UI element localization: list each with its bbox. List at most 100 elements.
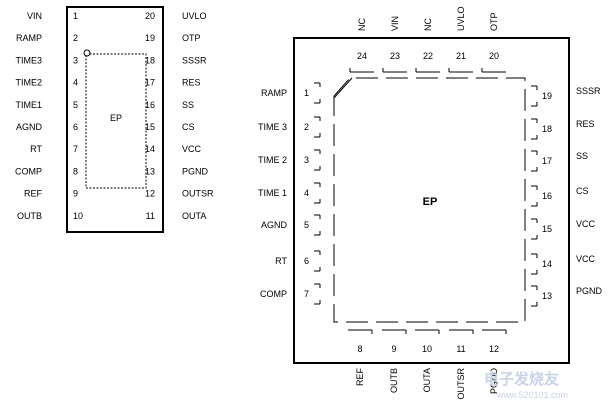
tssop-pin-name: SSSR	[182, 55, 207, 65]
tssop-pin-name: VCC	[182, 144, 202, 154]
tssop-pin-name: TIME2	[15, 78, 42, 88]
qfn-pin-number: 20	[489, 51, 499, 61]
qfn-pin-number: 15	[542, 224, 552, 234]
qfn-pin-pad	[449, 329, 474, 334]
qfn-pin-pad	[415, 68, 440, 73]
qfn-pin-name: OUTA	[422, 368, 432, 392]
qfn-pin-name: SS	[576, 151, 588, 161]
qfn-pin-number: 10	[422, 344, 432, 354]
tssop-pin-name: OUTSR	[182, 189, 214, 199]
qfn-pin-pad	[349, 68, 374, 73]
tssop-pin-name: AGND	[16, 122, 43, 132]
tssop-pin-number: 3	[73, 55, 78, 65]
tssop-body	[66, 6, 164, 233]
qfn-pin-number: 18	[542, 124, 552, 134]
qfn-pin-name: UVLO	[456, 6, 466, 31]
qfn-pin-pad	[314, 149, 321, 171]
tssop-pin-name: RES	[182, 78, 201, 88]
qfn-ep-label: EP	[423, 196, 438, 208]
tssop-pin-name: CS	[182, 122, 195, 132]
tssop-pin-number: 17	[145, 78, 155, 88]
qfn-pin-name: NC	[357, 18, 367, 31]
qfn-body	[293, 37, 570, 364]
qfn-pin-number: 11	[456, 344, 465, 354]
tssop-pin-name: TIME1	[15, 100, 42, 110]
qfn-pin-number: 23	[390, 51, 400, 61]
tssop-pin-number: 2	[73, 33, 78, 43]
tssop-pin-name: UVLO	[182, 11, 207, 21]
qfn-pin-name: TIME 1	[258, 188, 287, 198]
qfn-pin-name: AGND	[261, 220, 288, 230]
qfn-pin-number: 4	[304, 188, 309, 198]
tssop-pin-number: 1	[73, 11, 78, 21]
qfn-pin-number: 9	[391, 344, 396, 354]
qfn-pin-name: RAMP	[261, 88, 287, 98]
qfn-pin-pad	[382, 329, 407, 334]
qfn-pin-number: 17	[542, 156, 552, 166]
qfn-pin-pad	[314, 214, 321, 236]
qfn-pin-name: OUTB	[389, 368, 399, 393]
qfn-pin-name: RES	[576, 119, 595, 129]
qfn-pin-number: 24	[357, 51, 367, 61]
qfn-pin1-chamfer	[333, 77, 353, 99]
qfn-pin-pad	[314, 182, 321, 204]
qfn-pin-number: 22	[423, 51, 433, 61]
qfn-pin-number: 16	[542, 191, 552, 201]
qfn-pin-pad	[314, 116, 321, 138]
watermark: 电子发烧友 www.520101.com	[484, 370, 568, 400]
tssop-ep-label: EP	[110, 113, 122, 123]
qfn-pin-pad	[415, 329, 440, 334]
qfn-pin-pad	[531, 218, 538, 240]
tssop-pin-number: 14	[145, 144, 155, 154]
tssop-pin-number: 10	[73, 211, 83, 221]
qfn-pin-pad	[531, 253, 538, 275]
qfn-pin-name: VIN	[390, 16, 400, 31]
qfn-pin-name: NC	[423, 18, 433, 31]
qfn-pin-name: OUTSR	[456, 367, 466, 399]
qfn-pin-pad	[531, 85, 538, 107]
tssop-pin-name: OTP	[182, 33, 201, 43]
qfn-pin-pad	[531, 185, 538, 207]
qfn-pin-number: 7	[304, 289, 309, 299]
tssop-pin-name: RAMP	[16, 33, 42, 43]
qfn-pin-pad	[314, 82, 321, 104]
qfn-pin-name: TIME 2	[258, 155, 287, 165]
tssop-pin-number: 9	[73, 189, 78, 199]
qfn-pin-name: OTP	[489, 12, 499, 31]
tssop-pin-name: COMP	[15, 166, 42, 176]
qfn-pin-pad	[482, 329, 507, 334]
tssop-pin-number: 6	[73, 122, 78, 132]
qfn-pin-pad	[314, 283, 321, 305]
qfn-pin-name: COMP	[260, 289, 287, 299]
qfn-pin-name: CS	[576, 186, 589, 196]
qfn-pin-pad	[531, 118, 538, 140]
tssop-pin-name: TIME3	[15, 55, 42, 65]
qfn-pin-pad	[348, 329, 373, 334]
qfn-pin-name: VCC	[576, 254, 596, 264]
qfn-pin-pad	[382, 68, 407, 73]
qfn-pin-number: 6	[304, 256, 309, 266]
tssop-pin-number: 5	[73, 100, 78, 110]
qfn-pin-number: 21	[456, 51, 466, 61]
tssop-pin-number: 20	[145, 11, 155, 21]
qfn-pin-number: 5	[304, 220, 309, 230]
tssop-pin-number: 13	[145, 166, 155, 176]
tssop-pin-name: VIN	[27, 11, 42, 21]
tssop-pin-number: 7	[73, 144, 78, 154]
watermark-text: 电子发烧友	[484, 370, 559, 388]
tssop-pin-name: OUTB	[17, 211, 42, 221]
tssop-pin-number: 11	[146, 211, 155, 221]
qfn-pin-number: 1	[304, 88, 309, 98]
tssop-pin-name: OUTA	[182, 211, 206, 221]
qfn-pin-name: VCC	[576, 219, 596, 229]
tssop-pin-number: 8	[73, 166, 78, 176]
qfn-pin-name: PGND	[576, 286, 603, 296]
tssop-pin-name: SS	[182, 100, 194, 110]
qfn-pin-number: 14	[542, 259, 552, 269]
tssop-pin-name: PGND	[182, 166, 209, 176]
qfn-pin-pad	[531, 150, 538, 172]
pin1-marker-dot	[83, 49, 91, 57]
